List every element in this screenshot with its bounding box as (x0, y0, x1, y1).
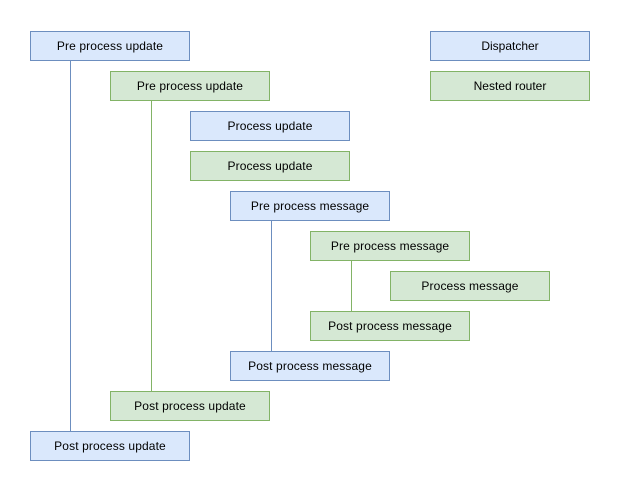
node-process-update-router[interactable]: Process update (190, 151, 350, 181)
node-pre-process-update-router[interactable]: Pre process update (110, 71, 270, 101)
node-post-process-update-router[interactable]: Post process update (110, 391, 270, 421)
legend-item-dispatcher[interactable]: Dispatcher (430, 31, 590, 61)
node-pre-process-update-dispatcher[interactable]: Pre process update (30, 31, 190, 61)
node-process-update-dispatcher[interactable]: Process update (190, 111, 350, 141)
node-pre-process-message-dispatcher[interactable]: Pre process message (230, 191, 390, 221)
node-post-process-update-dispatcher[interactable]: Post process update (30, 431, 190, 461)
node-post-process-message-dispatcher[interactable]: Post process message (230, 351, 390, 381)
node-post-process-message-router[interactable]: Post process message (310, 311, 470, 341)
node-pre-process-message-router[interactable]: Pre process message (310, 231, 470, 261)
legend-item-nested-router[interactable]: Nested router (430, 71, 590, 101)
node-process-message-router[interactable]: Process message (390, 271, 550, 301)
